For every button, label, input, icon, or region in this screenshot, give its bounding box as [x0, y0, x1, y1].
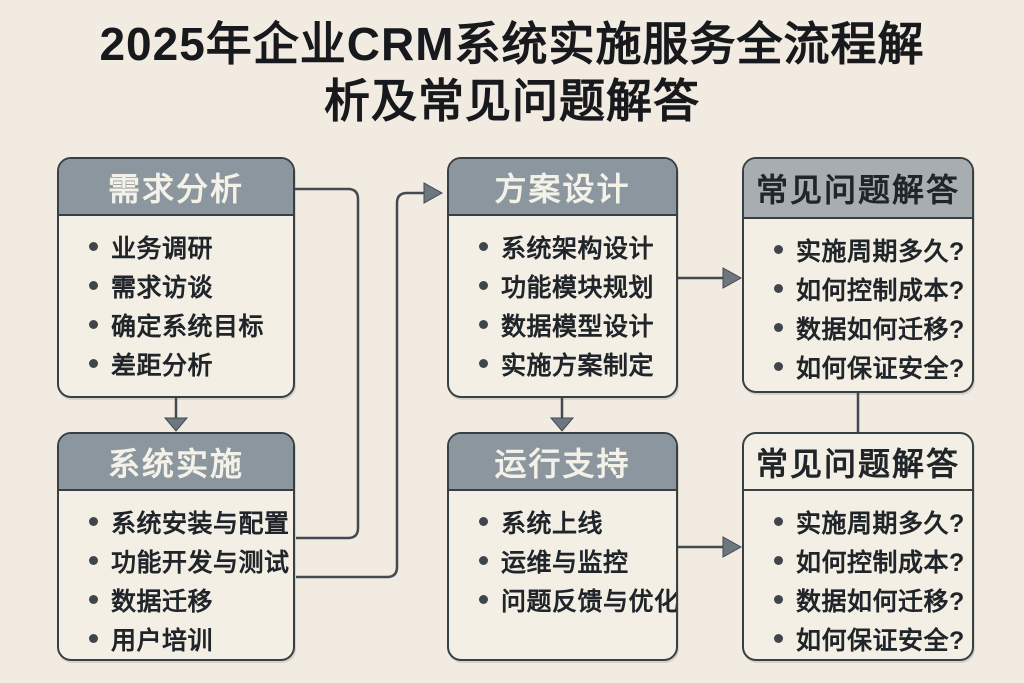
box-system-implementation: 系统实施 系统安装与配置 功能开发与测试 数据迁移 用户培训	[57, 432, 295, 661]
list-item-label: 需求访谈	[111, 273, 214, 302]
list-item-label: 数据如何迁移?	[796, 587, 965, 616]
bullet-dot-icon	[89, 281, 98, 290]
list-item: 用户培训	[89, 619, 285, 658]
list-item: 如何控制成本?	[774, 541, 964, 580]
bullet-dot-icon	[89, 320, 98, 329]
list-item-label: 如何保证安全?	[796, 626, 965, 655]
bullet-dot-icon	[89, 556, 98, 565]
list-item: 实施方案制定	[479, 344, 668, 383]
list-item-label: 功能开发与测试	[111, 548, 290, 577]
arrowhead-right-icon	[722, 267, 743, 289]
bullet-dot-icon	[479, 242, 488, 251]
bullet-dot-icon	[89, 595, 98, 604]
list-item-label: 运维与监控	[501, 548, 629, 577]
list-item: 业务调研	[89, 227, 285, 266]
arrowhead-down-icon	[163, 417, 189, 432]
box-operation-support: 运行支持 系统上线 运维与监控 问题反馈与优化	[447, 432, 678, 661]
list-item: 确定系统目标	[89, 305, 285, 344]
list-item: 如何控制成本?	[774, 269, 964, 308]
list-item: 功能开发与测试	[89, 541, 289, 580]
box-faq-top: 常见问题解答 实施周期多久? 如何控制成本? 数据如何迁移? 如何保证安全?	[742, 157, 974, 393]
list-item-label: 如何控制成本?	[796, 548, 965, 577]
list-item: 问题反馈与优化	[479, 580, 676, 619]
list-item-label: 系统架构设计	[501, 234, 655, 263]
box-header-system-implementation: 系统实施	[59, 434, 293, 491]
list-item-label: 如何保证安全?	[796, 354, 965, 383]
list-item: 实施周期多久?	[774, 230, 964, 269]
box-requirements-analysis: 需求分析 业务调研 需求访谈 确定系统目标 差距分析	[57, 157, 295, 398]
page-title-line-2: 析及常见问题解答	[324, 75, 700, 127]
list-item: 系统架构设计	[479, 227, 668, 266]
list-item: 数据模型设计	[479, 305, 668, 344]
box-solution-design: 方案设计 系统架构设计 功能模块规划 数据模型设计 实施方案制定	[447, 157, 678, 398]
list-item-label: 用户培训	[111, 626, 214, 655]
bullet-dot-icon	[774, 556, 783, 565]
list-item: 差距分析	[89, 344, 285, 383]
list-item: 数据迁移	[89, 580, 285, 619]
list-item-label: 差距分析	[111, 351, 214, 380]
list-item-label: 系统安装与配置	[111, 509, 290, 538]
bullet-dot-icon	[479, 320, 488, 329]
list-item-label: 问题反馈与优化	[501, 587, 678, 616]
list-item-label: 数据迁移	[111, 587, 214, 616]
box-item-list: 业务调研 需求访谈 确定系统目标 差距分析	[59, 216, 293, 383]
box-item-list: 系统安装与配置 功能开发与测试 数据迁移 用户培训	[59, 491, 293, 658]
arrowhead-down-icon	[549, 417, 575, 432]
box-item-list: 实施周期多久? 如何控制成本? 数据如何迁移? 如何保证安全?	[744, 219, 972, 386]
box-item-list: 系统上线 运维与监控 问题反馈与优化	[449, 491, 676, 619]
bullet-dot-icon	[479, 556, 488, 565]
list-item-label: 实施周期多久?	[796, 237, 965, 266]
list-item-label: 实施方案制定	[501, 351, 655, 380]
list-item: 功能模块规划	[479, 266, 668, 305]
box-header-requirements-analysis: 需求分析	[59, 159, 293, 216]
bullet-dot-icon	[479, 359, 488, 368]
list-item-label: 如何控制成本?	[796, 276, 965, 305]
list-item-label: 数据如何迁移?	[796, 315, 965, 344]
bullet-dot-icon	[89, 517, 98, 526]
list-item-label: 数据模型设计	[501, 312, 655, 341]
bullet-dot-icon	[774, 634, 783, 643]
bullet-dot-icon	[774, 245, 783, 254]
bullet-dot-icon	[89, 242, 98, 251]
list-item: 运维与监控	[479, 541, 668, 580]
bullet-dot-icon	[774, 323, 783, 332]
list-item: 系统安装与配置	[89, 502, 289, 541]
arrowhead-right-icon	[722, 536, 743, 558]
list-item-label: 确定系统目标	[111, 312, 265, 341]
list-item: 需求访谈	[89, 266, 285, 305]
list-item-label: 实施周期多久?	[796, 509, 965, 538]
bullet-dot-icon	[89, 359, 98, 368]
bullet-dot-icon	[774, 284, 783, 293]
list-item-label: 功能模块规划	[501, 273, 655, 302]
bullet-dot-icon	[479, 595, 488, 604]
list-item: 实施周期多久?	[774, 502, 964, 541]
box-header-operation-support: 运行支持	[449, 434, 676, 491]
list-item-label: 业务调研	[111, 234, 214, 263]
arrowhead-right-icon	[423, 182, 444, 204]
box-header-faq-bottom: 常见问题解答	[744, 434, 972, 491]
bullet-dot-icon	[89, 634, 98, 643]
box-header-solution-design: 方案设计	[449, 159, 676, 216]
bullet-dot-icon	[774, 517, 783, 526]
box-header-faq-top: 常见问题解答	[744, 159, 972, 219]
bullet-dot-icon	[774, 595, 783, 604]
list-item: 系统上线	[479, 502, 668, 541]
box-item-list: 系统架构设计 功能模块规划 数据模型设计 实施方案制定	[449, 216, 676, 383]
box-faq-bottom: 常见问题解答 实施周期多久? 如何控制成本? 数据如何迁移? 如何保证安全?	[742, 432, 974, 661]
elbow-requirements-to-implementation	[295, 187, 360, 540]
page-title-line-1: 2025年企业CRM系统实施服务全流程解	[99, 18, 925, 70]
elbow-implementation-to-design	[296, 191, 424, 579]
list-item: 如何保证安全?	[774, 619, 964, 658]
list-item: 数据如何迁移?	[774, 580, 964, 619]
bullet-dot-icon	[774, 362, 783, 371]
list-item: 数据如何迁移?	[774, 308, 964, 347]
bullet-dot-icon	[479, 517, 488, 526]
list-item-label: 系统上线	[501, 509, 604, 538]
page-title: 2025年企业CRM系统实施服务全流程解 析及常见问题解答	[0, 16, 1024, 130]
list-item: 如何保证安全?	[774, 347, 964, 386]
box-item-list: 实施周期多久? 如何控制成本? 数据如何迁移? 如何保证安全?	[744, 491, 972, 658]
bullet-dot-icon	[479, 281, 488, 290]
